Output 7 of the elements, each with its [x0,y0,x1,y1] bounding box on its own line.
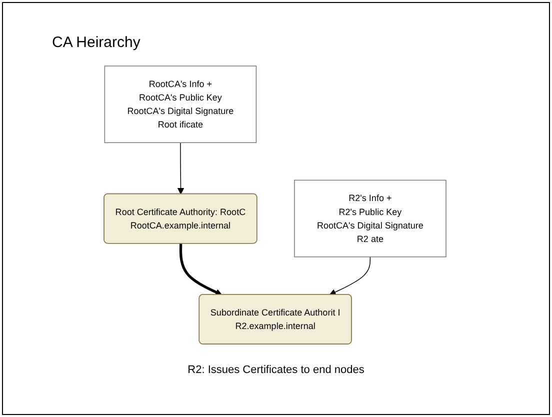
arrow [179,244,222,296]
note-text: R2: Issues Certificates to end nodes [186,364,366,376]
diagram-title: CA Heirarchy [52,34,140,51]
arrow [329,256,371,296]
node-box: R2's Info + R2's Public Key RootCA's Digital Signature R2 ate [294,180,446,258]
arrow [177,142,184,194]
node-box: RootCA's Info + RootCA's Public Key RootCA's Digital Signature Root ificate [104,66,257,144]
